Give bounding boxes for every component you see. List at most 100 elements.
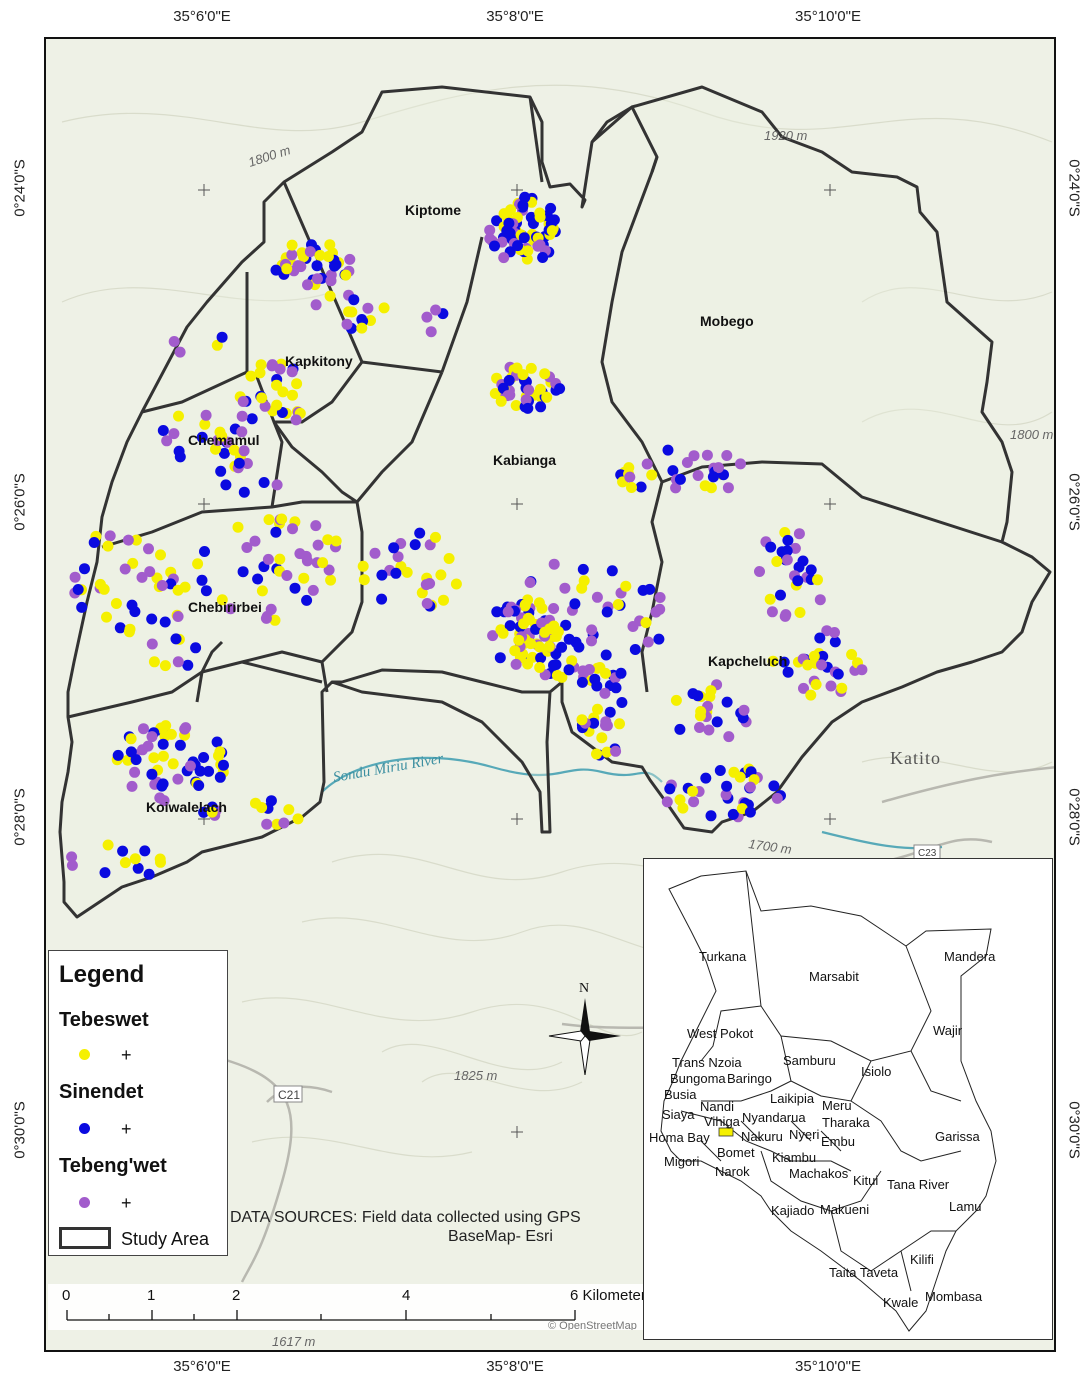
survey-point xyxy=(146,731,158,743)
survey-point xyxy=(66,859,78,871)
survey-point xyxy=(583,664,595,675)
latitude-label-left-2: 0°26'0"S xyxy=(11,473,29,531)
survey-point xyxy=(170,633,182,645)
survey-point xyxy=(536,617,548,629)
survey-point xyxy=(612,599,624,610)
county-kiambu: Kiambu xyxy=(772,1150,817,1165)
legend-study-area-label: Study Area xyxy=(121,1229,210,1249)
survey-point xyxy=(544,623,556,635)
svg-text:C21: C21 xyxy=(278,1088,300,1102)
survey-point xyxy=(324,239,336,251)
survey-point xyxy=(654,592,666,603)
survey-point xyxy=(532,240,544,252)
survey-point xyxy=(586,635,597,647)
survey-point xyxy=(744,781,756,793)
survey-point xyxy=(681,457,693,468)
survey-point xyxy=(421,311,433,323)
legend-panel: Legend Tebeswet + Sinendet + Tebeng'wet … xyxy=(48,950,228,1256)
survey-point xyxy=(172,773,184,785)
contour-label-1617: 1617 m xyxy=(272,1334,316,1349)
survey-point xyxy=(694,722,705,733)
survey-point xyxy=(695,706,707,717)
survey-point xyxy=(278,817,290,829)
county-vihiga: Vihiga xyxy=(704,1114,740,1129)
survey-point xyxy=(69,571,81,583)
survey-point xyxy=(291,378,303,390)
scale-tick-1: 1 xyxy=(147,1287,155,1304)
county-meru: Meru xyxy=(822,1098,852,1113)
survey-point xyxy=(808,650,820,662)
survey-point xyxy=(289,582,301,594)
county-garissa: Garissa xyxy=(935,1129,980,1144)
survey-point xyxy=(101,611,112,623)
survey-point xyxy=(119,857,131,869)
county-nyeri: Nyeri xyxy=(789,1127,820,1142)
survey-point xyxy=(782,534,794,546)
survey-point xyxy=(670,694,682,706)
county-baringo: Baringo xyxy=(727,1071,772,1086)
survey-point xyxy=(586,624,598,636)
survey-point xyxy=(390,567,402,579)
survey-point xyxy=(256,585,268,597)
survey-point xyxy=(430,304,442,316)
survey-point xyxy=(692,690,704,702)
survey-point xyxy=(450,578,462,590)
survey-point xyxy=(252,573,264,585)
survey-point xyxy=(154,792,166,804)
survey-point xyxy=(592,703,603,715)
survey-point xyxy=(484,224,496,236)
survey-point xyxy=(525,638,537,650)
survey-point xyxy=(216,430,228,442)
survey-point xyxy=(425,326,437,338)
survey-point xyxy=(817,650,829,662)
survey-point xyxy=(596,732,608,744)
survey-point xyxy=(125,733,137,745)
survey-point xyxy=(721,696,733,708)
survey-point xyxy=(705,685,717,697)
survey-point xyxy=(286,249,298,261)
survey-point xyxy=(365,315,376,326)
survey-point xyxy=(161,435,173,447)
area-label-kapcheluch: Kapcheluch xyxy=(708,653,787,669)
survey-point xyxy=(707,471,719,483)
survey-point xyxy=(720,789,732,801)
survey-point xyxy=(626,482,637,493)
survey-point xyxy=(139,845,151,857)
survey-point xyxy=(614,718,625,730)
survey-point xyxy=(159,660,171,672)
survey-point xyxy=(779,610,791,622)
legend-item-tebengwet: Tebeng'wet xyxy=(59,1155,167,1177)
legend-plus-tebeswet: + xyxy=(121,1045,132,1065)
road-shield-c23: C23 xyxy=(913,844,941,860)
survey-point xyxy=(119,563,131,575)
survey-point xyxy=(545,202,557,214)
kenya-inset-map[interactable]: Turkana Marsabit Mandera West Pokot Waji… xyxy=(643,858,1053,1340)
survey-point xyxy=(190,642,202,654)
survey-point xyxy=(805,689,817,701)
survey-point xyxy=(722,482,734,494)
survey-point xyxy=(261,818,273,830)
county-nyandarua: Nyandarua xyxy=(742,1110,806,1125)
survey-point xyxy=(122,534,134,546)
map-canvas[interactable]: 1800 m 1920 m 1800 m 1700 m 1825 m 1617 … xyxy=(46,39,1056,1352)
survey-point xyxy=(256,802,268,813)
survey-point xyxy=(376,593,388,605)
survey-point xyxy=(148,752,160,764)
survey-point xyxy=(766,606,778,618)
survey-point xyxy=(563,664,575,676)
survey-point xyxy=(215,465,227,477)
survey-point xyxy=(286,239,298,251)
survey-point xyxy=(323,564,335,576)
survey-point xyxy=(599,687,611,699)
survey-point xyxy=(627,621,639,632)
survey-point xyxy=(378,302,390,314)
survey-point xyxy=(126,599,138,611)
survey-point xyxy=(324,290,336,302)
survey-point xyxy=(794,607,806,618)
survey-point xyxy=(523,384,535,396)
survey-point xyxy=(491,606,503,618)
survey-point xyxy=(498,252,510,264)
survey-point xyxy=(314,249,326,261)
survey-point xyxy=(130,534,142,546)
survey-point xyxy=(143,868,155,880)
